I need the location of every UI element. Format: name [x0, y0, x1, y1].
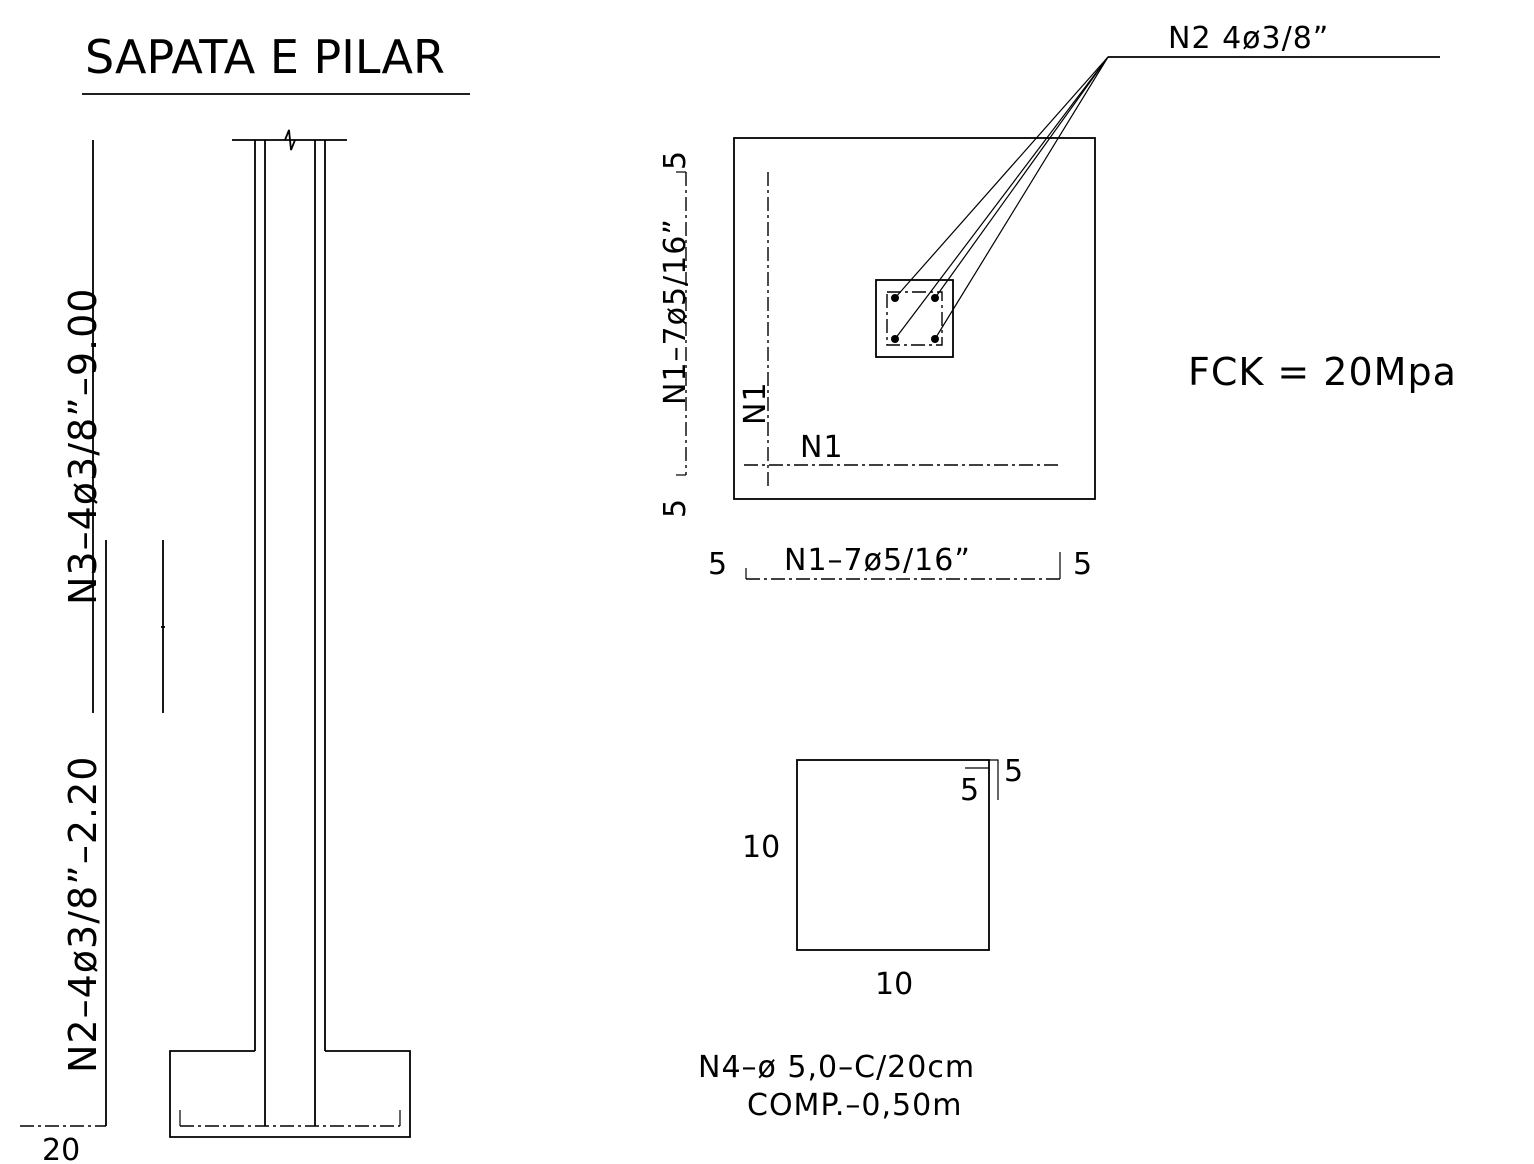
stirrup-height-label: 10: [742, 830, 780, 865]
leader-tl: [894, 56, 1109, 299]
stirrup-spec-line1: N4–ø 5,0–C/20cm: [698, 1050, 975, 1085]
n1-horizontal-bar-label: N1: [800, 430, 844, 465]
stirrup-outline: [796, 759, 990, 951]
dim-bottom-left-label: 5: [658, 499, 693, 518]
drawing-title: SAPATA E PILAR: [85, 30, 445, 84]
footing-plan-outline: [733, 137, 1096, 500]
stirrup-hook-outer: [989, 759, 999, 800]
footing-plan-view: N2 4ø3/8” N1 N1 N1–7ø5/16” 5 5 N1–7ø5/16…: [658, 21, 1440, 582]
stirrup-spec-line2: COMP.–0,50m: [747, 1088, 962, 1123]
n2-callout-label: N2 4ø3/8”: [1168, 21, 1329, 56]
n1-horizontal-dim-label: N1–7ø5/16”: [784, 543, 971, 578]
stirrup-detail: 5 5 10 10 N4–ø 5,0–C/20cm COMP.–0,50m: [698, 754, 1023, 1123]
stirrup-width-label: 10: [875, 967, 913, 1002]
n1-vertical-dim-label: N1–7ø5/16”: [658, 218, 693, 405]
column-stirrup: [886, 291, 943, 346]
leader-bl: [894, 56, 1109, 340]
n2-bar-label: N2–4ø3/8”–2.20: [61, 756, 105, 1073]
break-symbol: [284, 129, 296, 151]
stirrup-hook-inner-label: 5: [960, 773, 979, 808]
dim-left-label: 5: [708, 547, 727, 582]
footing-outline: [169, 1050, 411, 1138]
elevation-view: N3–4ø3/8”–9.00 N2–4ø3/8”–2.20 20: [20, 129, 411, 1164]
base-dim-label: 20: [42, 1133, 80, 1164]
dim-right-label: 5: [1073, 547, 1092, 582]
dim-top-label: 5: [658, 151, 693, 170]
column-outline: [875, 279, 954, 358]
fck-note: FCK = 20Mpa: [1188, 350, 1457, 394]
leader-br: [934, 56, 1109, 340]
stirrup-hook-outer-label: 5: [1004, 754, 1023, 789]
n1-vertical-bar-label: N1: [738, 381, 773, 425]
n3-bar-label: N3–4ø3/8”–9.00: [61, 288, 105, 605]
leader-tr: [934, 56, 1109, 299]
